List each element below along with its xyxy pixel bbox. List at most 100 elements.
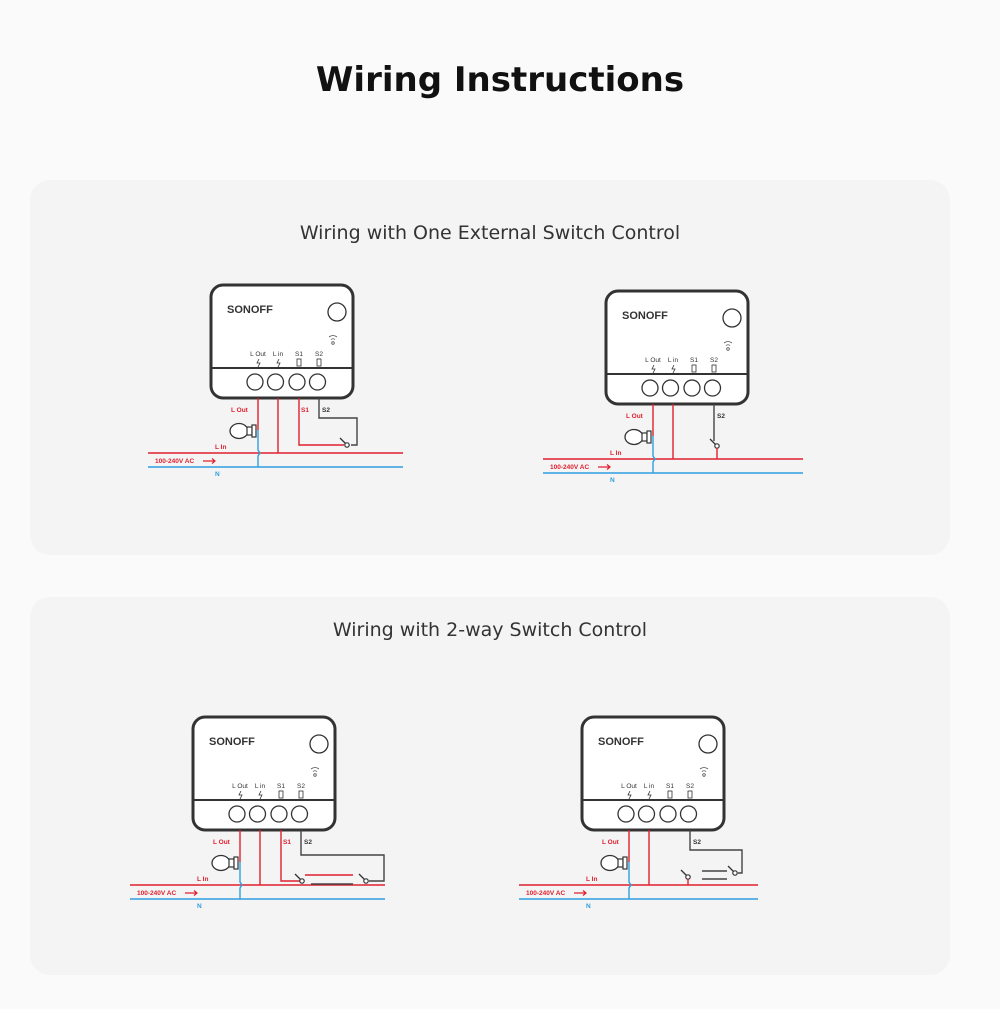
- label-s2: S2: [717, 413, 725, 420]
- label-s1: S1: [301, 407, 309, 414]
- device-body: [604, 289, 750, 406]
- terminal-label: L Out: [232, 783, 248, 790]
- s1-wire: [280, 830, 300, 882]
- pair-button: [309, 734, 329, 754]
- terminal-screw: [641, 379, 659, 397]
- light-bulb-icon: [211, 854, 239, 872]
- device-body: [580, 715, 726, 832]
- wifi-arcs: [310, 767, 320, 772]
- label-n: N: [610, 477, 615, 484]
- lightning-icon: [238, 790, 243, 800]
- terminal-label: L Out: [621, 783, 637, 790]
- label-l-out: L Out: [231, 407, 249, 414]
- bulb-socket: [646, 430, 652, 444]
- wifi-arcs: [699, 767, 709, 772]
- terminal-label: L Out: [250, 351, 266, 358]
- wifi-dot: [702, 773, 706, 777]
- switch-input-icon: [687, 790, 693, 799]
- terminal-label: L in: [273, 351, 284, 358]
- label-s2: S2: [304, 839, 312, 846]
- bulb-socket: [233, 856, 239, 870]
- bulb-glass: [229, 422, 249, 440]
- terminal-screw: [288, 373, 306, 391]
- wifi-icon: [723, 341, 733, 351]
- lightning-icon: [256, 358, 261, 368]
- two-way-switch-1: [727, 865, 738, 876]
- switch-lever: [358, 873, 365, 880]
- s1-wire: [298, 398, 344, 446]
- label-n: N: [197, 903, 202, 910]
- terminal-label: S1: [295, 351, 303, 358]
- wifi-arcs: [328, 335, 338, 340]
- terminal-label: S2: [710, 357, 718, 364]
- label-s2: S2: [322, 407, 330, 414]
- two-way-switch-2: [358, 873, 369, 884]
- label-voltage: 100-240V AC: [526, 890, 565, 897]
- label-n: N: [586, 903, 591, 910]
- switch-lever: [709, 438, 716, 445]
- lamp-neutral-wire: [652, 436, 656, 473]
- wifi-dot: [726, 347, 730, 351]
- bulb-glass: [600, 854, 620, 872]
- arrow-icon: [598, 464, 611, 470]
- bulb-socket: [622, 856, 628, 870]
- pair-button: [722, 308, 742, 328]
- switch-input-icon: [278, 790, 284, 799]
- section-two-way-switch: Wiring with 2-way Switch Control SONOFF L…: [30, 597, 950, 975]
- terminal-label: S1: [277, 783, 285, 790]
- switch-lever: [294, 873, 301, 880]
- switch-input-icon: [691, 364, 697, 373]
- brand-logo: SONOFF: [209, 736, 255, 748]
- label-l-in: L In: [610, 450, 621, 457]
- switch-contact: [732, 870, 738, 876]
- device-body: [191, 715, 337, 832]
- section-title: Wiring with 2-way Switch Control: [332, 619, 648, 641]
- terminal-label: S1: [690, 357, 698, 364]
- terminal-screw: [683, 379, 701, 397]
- terminal-screw: [703, 379, 722, 397]
- brand-logo: SONOFF: [227, 304, 273, 316]
- device-body: [209, 283, 355, 400]
- label-voltage: 100-240V AC: [137, 890, 176, 897]
- two-way-switch-1: [294, 873, 305, 884]
- label-s1: S1: [283, 839, 291, 846]
- wall-switch: [709, 438, 720, 449]
- arrow-icon: [185, 890, 198, 896]
- terminal-label: L in: [644, 783, 655, 790]
- label-l-in: L In: [215, 444, 226, 451]
- arrow-icon: [574, 890, 587, 896]
- terminal-label: S2: [315, 351, 323, 358]
- brand-logo: SONOFF: [598, 736, 644, 748]
- terminal-screw: [290, 805, 309, 823]
- wifi-icon: [699, 767, 709, 777]
- switch-input-icon: [296, 358, 302, 367]
- lightning-icon: [671, 364, 676, 374]
- label-l-out: L Out: [626, 413, 644, 420]
- terminal-screw: [659, 805, 677, 823]
- switch-contact: [299, 878, 305, 884]
- terminal-screw: [637, 805, 656, 823]
- wifi-arcs: [723, 341, 733, 346]
- lightning-icon: [651, 364, 656, 374]
- terminal-label: S1: [666, 783, 674, 790]
- label-l-out: L Out: [213, 839, 231, 846]
- brand-logo: SONOFF: [622, 310, 668, 322]
- sonoff-device: SONOFF L Out L in S1 S2: [209, 283, 355, 400]
- wifi-dot: [331, 341, 335, 345]
- lightning-icon: [276, 358, 281, 368]
- switch-lever: [680, 869, 687, 876]
- wifi-icon: [328, 335, 338, 345]
- switch-contact: [344, 442, 350, 448]
- terminal-screw: [248, 805, 267, 823]
- pair-button: [698, 734, 718, 754]
- terminal-screw: [308, 373, 327, 391]
- terminal-label: L in: [255, 783, 266, 790]
- two-way-switch-2: [680, 869, 691, 880]
- label-voltage: 100-240V AC: [550, 464, 589, 471]
- bulb-base: [617, 858, 624, 868]
- switch-input-icon: [667, 790, 673, 799]
- bulb-glass: [624, 428, 644, 446]
